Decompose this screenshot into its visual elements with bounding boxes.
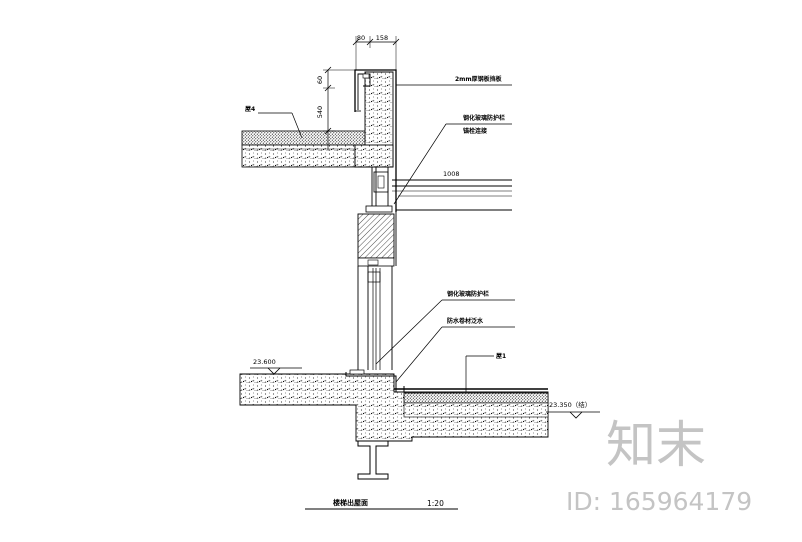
elevation-left-text: 23.600 — [253, 358, 276, 366]
canopy-plate — [392, 179, 512, 211]
drawing-scale: 1:20 — [427, 499, 444, 508]
title-block: 楼梯出屋面 1:20 — [305, 498, 458, 510]
label-sill-upper: 钢化玻璃防护栏 — [447, 290, 489, 298]
dimension-right-len: 1008 — [443, 170, 460, 178]
watermark-brand: 知末 — [606, 416, 706, 474]
callouts: 2mm厚钢板挡板 钢化玻璃防护栏 锚栓连接 1008 屋4 钢化玻璃防护栏 防水… — [245, 75, 515, 392]
upper-roof-slab — [241, 130, 366, 168]
dimension-h1: 60 — [316, 76, 324, 84]
watermark: 知末 ID: 165964179 — [566, 416, 752, 516]
label-frame-lower: 锚栓连接 — [463, 127, 487, 135]
left-dimensions: 60 540 — [316, 66, 355, 150]
steel-beam — [357, 440, 389, 480]
label-roof-lower: 屋1 — [496, 352, 506, 360]
dimension-h2: 540 — [316, 106, 324, 118]
lower-floor-slab — [239, 369, 549, 442]
drawing-title: 楼梯出屋面 — [333, 498, 368, 507]
window-frame — [357, 167, 397, 370]
elevation-left: 23.600 — [250, 358, 302, 375]
label-frame-upper: 钢化玻璃防护栏 — [463, 114, 505, 122]
elevation-right: 23.350（结） — [546, 400, 600, 419]
label-sill-lower: 防水卷材泛水 — [447, 317, 484, 325]
top-dimensions: 80 158 — [352, 34, 400, 70]
watermark-id: ID: 165964179 — [566, 487, 752, 516]
elevation-right-text: 23.350（结） — [549, 400, 591, 409]
dimension-top-w1: 80 — [357, 34, 365, 42]
upper-parapet — [354, 69, 397, 212]
label-roof-upper: 屋4 — [245, 105, 255, 113]
label-steel-plate: 2mm厚钢板挡板 — [455, 75, 503, 83]
dimension-top-w2: 158 — [376, 34, 388, 42]
